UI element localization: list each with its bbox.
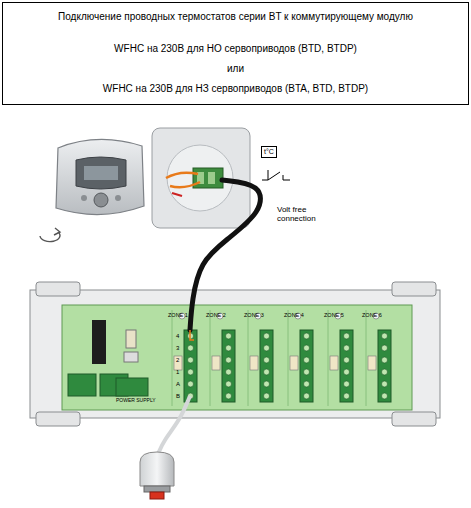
terminal-label: POWER SUPPLY [116,398,156,404]
title-line: или [7,63,464,75]
switching-module [30,282,440,426]
zone-label: ZONE 6 [362,312,382,318]
sensor-label: t°C [261,146,277,158]
thermostat-front [40,139,144,241]
note-text: Volt free connection [277,206,329,224]
zone-label: ZONE 3 [244,312,264,318]
terminal-number: B [176,393,180,400]
actuator-cable [158,396,190,454]
thermostat-backplate [152,128,250,228]
thermostat-cable [190,180,260,330]
title-box: Подключение проводных термостатов серии … [2,2,469,105]
terminal-number: 1 [176,369,179,376]
zone-label: ZONE 2 [206,312,226,318]
title-line: Подключение проводных термостатов серии … [7,11,464,23]
switch-symbol [262,170,290,180]
terminal-number: 3 [176,345,179,352]
zone-label: ZONE 4 [284,312,304,318]
zone-label: ZONE 1 [168,312,188,318]
terminal-number: A [176,381,180,388]
zone-label: ZONE 5 [324,312,344,318]
signal-wire [190,330,194,340]
title-line: WFHC на 230В для НО сервоприводов (BTD, … [7,43,464,55]
terminal-number: 2 [176,357,179,364]
actuator [140,452,174,499]
title-line: WFHC на 230В для НЗ сервоприводов (BTA, … [7,83,464,95]
terminal-number: 4 [176,333,179,340]
